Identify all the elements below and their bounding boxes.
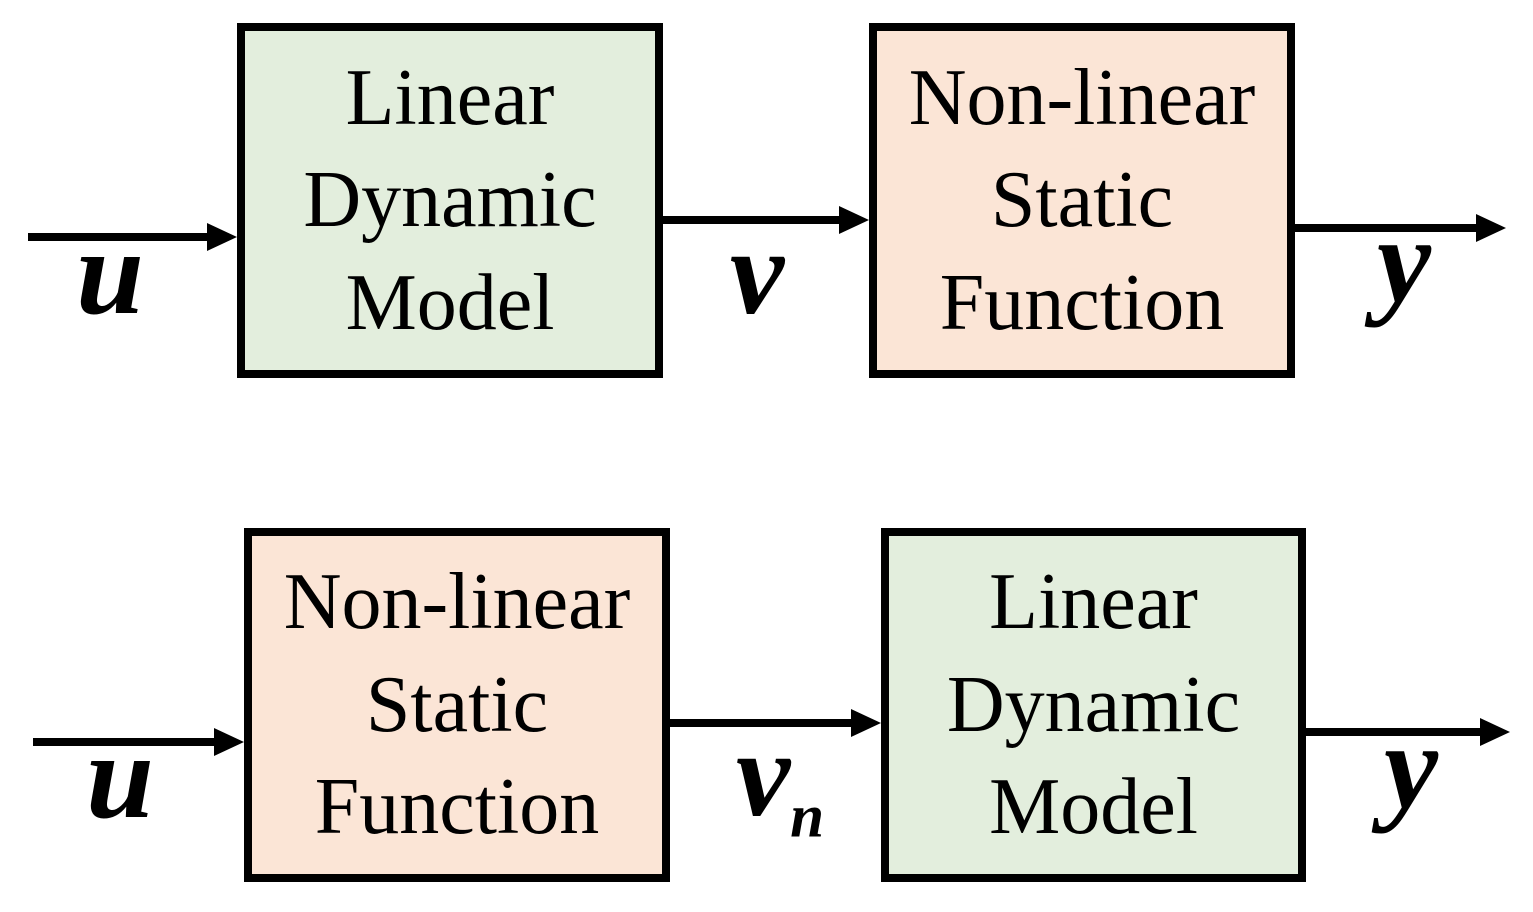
nonlinear-static-function-block: Non-linear Static Function bbox=[244, 528, 670, 882]
input-arrow bbox=[33, 728, 244, 756]
block-label-line: Linear bbox=[345, 53, 555, 142]
arrow-shaft bbox=[663, 216, 845, 224]
block-label-line: Non-linear bbox=[908, 53, 1256, 142]
nonlinear-static-function-block: Non-linear Static Function bbox=[869, 23, 1295, 378]
signal-base: v bbox=[735, 707, 791, 842]
block-label-line: Model bbox=[989, 763, 1198, 852]
output-arrow bbox=[1295, 214, 1506, 242]
arrow-shaft bbox=[28, 233, 213, 241]
signal-base: u bbox=[76, 205, 144, 340]
arrowhead-icon bbox=[851, 709, 881, 737]
block-label-line: Function bbox=[939, 258, 1225, 347]
signal-base: v bbox=[729, 205, 785, 340]
block-label-line: Static bbox=[365, 660, 549, 749]
arrow-shaft bbox=[1295, 224, 1482, 232]
arrow-shaft bbox=[670, 719, 857, 727]
intermediate-arrow bbox=[663, 206, 869, 234]
block-label-line: Model bbox=[345, 258, 555, 347]
input-arrow bbox=[28, 223, 237, 251]
intermediate-arrow bbox=[670, 709, 881, 737]
signal-base: y bbox=[1383, 699, 1439, 834]
block-label-line: Dynamic bbox=[303, 156, 597, 245]
signal-subscript: n bbox=[790, 783, 825, 851]
arrow-shaft bbox=[1306, 728, 1486, 736]
block-label-line: Static bbox=[990, 156, 1174, 245]
linear-dynamic-model-block: Linear Dynamic Model bbox=[237, 23, 663, 378]
arrowhead-icon bbox=[1480, 718, 1510, 746]
signal-base: y bbox=[1376, 193, 1432, 328]
linear-dynamic-model-block: Linear Dynamic Model bbox=[881, 528, 1306, 882]
input-signal-label: u bbox=[76, 212, 144, 334]
output-signal-label: y bbox=[1377, 200, 1431, 322]
intermediate-signal-label: vn bbox=[736, 714, 825, 851]
signal-base: u bbox=[86, 709, 154, 844]
arrowhead-icon bbox=[839, 206, 869, 234]
block-label-line: Function bbox=[314, 763, 600, 852]
block-label-line: Dynamic bbox=[946, 660, 1241, 749]
block-label-line: Linear bbox=[989, 558, 1198, 647]
arrow-shaft bbox=[33, 738, 220, 746]
intermediate-signal-label: v bbox=[730, 212, 784, 345]
output-signal-label: y bbox=[1384, 706, 1438, 828]
arrowhead-icon bbox=[207, 223, 237, 251]
output-arrow bbox=[1306, 718, 1510, 746]
input-signal-label: u bbox=[86, 716, 154, 838]
block-label-line: Non-linear bbox=[283, 558, 631, 647]
arrowhead-icon bbox=[1476, 214, 1506, 242]
arrowhead-icon bbox=[214, 728, 244, 756]
